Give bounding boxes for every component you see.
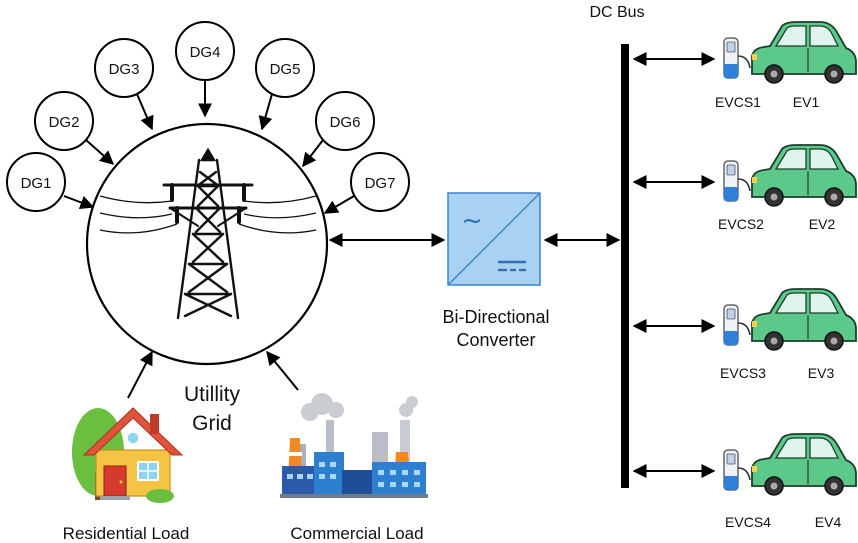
generator-dg3: DG3 (94, 38, 154, 98)
utility-grid-circle (85, 122, 329, 366)
converter-label-line1: Bi-Directional (442, 307, 549, 327)
generator-dg7: DG7 (350, 152, 410, 212)
ac-dc-converter-icon: ~ (447, 192, 541, 286)
evcs4-label: EVCS4 (725, 514, 771, 530)
smoke (301, 393, 418, 421)
utility-grid-label-line2: Grid (192, 412, 232, 435)
ev1-label: EV1 (793, 94, 820, 110)
generator-label: DG7 (365, 175, 396, 192)
generator-label: DG4 (190, 44, 221, 61)
arrow-dg1 (63, 195, 95, 210)
generator-circle (350, 152, 410, 212)
generator-circle (315, 91, 375, 151)
converter-diagonal (447, 192, 541, 286)
power-lines (99, 195, 317, 234)
evcs1-label: EVCS1 (715, 94, 761, 110)
ev3-label: EV3 (808, 365, 835, 381)
ev-charger-car-unit-3 (723, 288, 857, 351)
generator-label: DG6 (330, 114, 361, 131)
arrow-dg7 (323, 195, 355, 214)
ev-charger-car-unit (723, 21, 857, 84)
generator-circle (94, 38, 154, 98)
evcs2-label: EVCS2 (718, 216, 764, 232)
generator-circle (255, 38, 315, 98)
generator-circle (6, 152, 66, 212)
utility-grid (85, 122, 329, 366)
generator-circle (34, 91, 94, 151)
converter-label-line2: Converter (456, 330, 535, 350)
arrow-dg2 (85, 139, 115, 165)
arrow-commercial-load (266, 350, 299, 391)
dc-bus-bar (621, 44, 629, 488)
ev-charger-icon (723, 37, 751, 79)
generator-label: DG2 (49, 114, 80, 131)
ac-symbol: ~ (461, 206, 483, 236)
generator-dg2: DG2 (34, 91, 94, 151)
evcs3-label: EVCS3 (720, 365, 766, 381)
generator-label: DG1 (21, 175, 52, 192)
residential-load-label: Residential Load (63, 524, 190, 543)
ev-charger-car-unit-2 (723, 144, 857, 207)
ev4-label: EV4 (815, 514, 842, 530)
generator-dg5: DG5 (255, 38, 315, 98)
dc-bus-label: DC Bus (589, 4, 644, 21)
electric-car-icon (751, 21, 857, 84)
generator-label: DG5 (270, 61, 301, 78)
arrow-residential-load (127, 350, 153, 399)
transmission-tower-icon (162, 147, 254, 320)
generator-label: DG3 (109, 61, 140, 78)
ev2-label: EV2 (809, 216, 836, 232)
generator-dg4: DG4 (175, 21, 235, 81)
utility-grid-label-line1: Utillity (184, 383, 240, 406)
generator-arrows (63, 80, 355, 214)
generator-dg1: DG1 (6, 152, 66, 212)
arrow-dg3 (136, 93, 154, 131)
arrow-dg6 (302, 139, 324, 168)
dc-symbol (498, 260, 526, 272)
house-icon (72, 407, 184, 503)
commercial-load-label: Commercial Load (290, 524, 423, 543)
factory-icon (280, 393, 428, 498)
arrow-dg5 (258, 93, 273, 131)
generator-dg6: DG6 (315, 91, 375, 151)
ev-charger-car-unit-4 (723, 433, 857, 496)
